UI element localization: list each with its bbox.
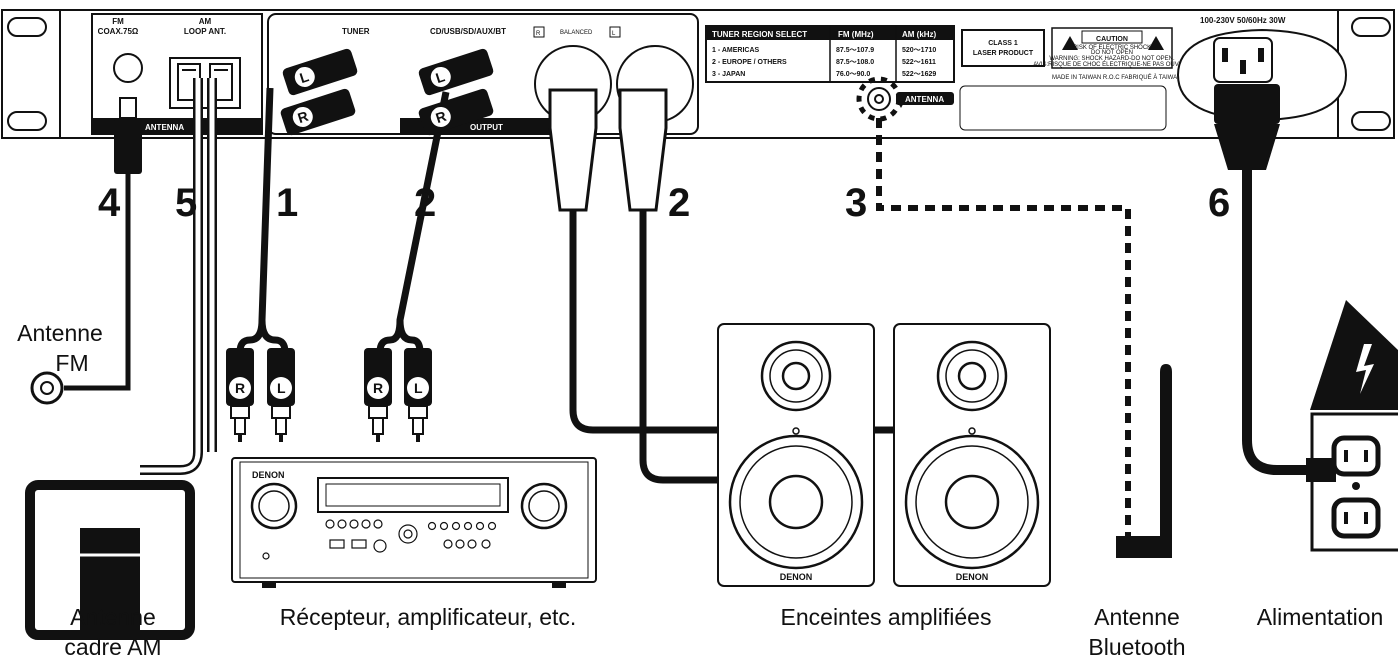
speaker-left: DENON (718, 324, 874, 586)
blank-label-area (960, 86, 1166, 130)
laser-line2: LASER PRODUCT (973, 50, 1034, 57)
step-number: 2 (414, 181, 436, 225)
caution-warn2: AVIS:RISQUE DE CHOC ÉLECTRIQUE-NE PAS OU… (1033, 61, 1191, 68)
region-row: 76.0～90.0 (836, 71, 870, 78)
fm-coax-port (114, 54, 142, 82)
region-row: 522～1611 (902, 59, 936, 66)
power-label: Alimentation (1257, 604, 1384, 630)
rack-hole-icon (1352, 18, 1390, 36)
region-row: 522～1629 (902, 71, 936, 78)
tuner-l-plug-letter: L (277, 380, 286, 396)
receiver-brand: DENON (252, 470, 285, 480)
fm-mhz-header: FM (MHz) (838, 30, 874, 39)
step-number: 2 (668, 181, 690, 225)
power-cable (1214, 84, 1398, 550)
fm-antenna-label: Antenne (17, 320, 103, 346)
bt-antenna-base (1116, 536, 1162, 558)
cd-input-label: CD/USB/SD/AUX/BT (430, 27, 506, 36)
tuner-r-plug-letter: R (235, 380, 245, 396)
receiver-device: DENON (232, 458, 596, 588)
step-number: 1 (276, 181, 298, 225)
region-header: TUNER REGION SELECT (712, 30, 807, 39)
tuner-region-table: TUNER REGION SELECT FM (MHz) AM (kHz) 1 … (706, 26, 954, 82)
rack-hole-icon (1352, 112, 1390, 130)
fm-port-sub: COAX.75Ω (98, 27, 139, 36)
output-l-plug-letter: L (414, 380, 423, 396)
shock-hazard-icon (1310, 300, 1398, 410)
laser-line1: CLASS 1 (988, 40, 1018, 47)
region-row: 87.5～107.9 (836, 47, 874, 54)
speaker-right: DENON (894, 324, 1050, 586)
speaker-brand: DENON (780, 572, 813, 582)
region-row: 87.5～108.0 (836, 59, 874, 66)
speakers-label: Enceintes amplifiées (781, 604, 992, 630)
output-label: OUTPUT (470, 123, 503, 132)
region-row: 3 - JAPAN (712, 71, 745, 78)
step-number: 3 (845, 181, 867, 225)
caution-title: CAUTION (1096, 36, 1128, 43)
bt-antenna-label: Antenne (1094, 604, 1180, 630)
am-antenna-label: Antenne (70, 604, 156, 630)
region-row: 520～1710 (902, 47, 936, 54)
rack-hole-icon (8, 112, 46, 130)
rack-hole-icon (8, 18, 46, 36)
bt-antenna-icon (1160, 364, 1172, 558)
receiver-label: Récepteur, amplificateur, etc. (280, 604, 577, 630)
bt-antenna-port-label: ANTENNA (905, 95, 944, 104)
am-port-title: AM (199, 17, 212, 26)
output-r-plug-letter: R (373, 380, 383, 396)
step-number: 6 (1208, 181, 1230, 225)
balanced-label: BALANCED (560, 30, 593, 36)
fm-port-title: FM (112, 17, 124, 26)
am-port-sub: LOOP ANT. (184, 27, 226, 36)
am-antenna-label: cadre AM (64, 634, 161, 660)
step-number: 4 (98, 181, 121, 225)
fm-antenna-label: FM (55, 350, 88, 376)
am-khz-header: AM (kHz) (902, 30, 937, 39)
speaker-brand: DENON (956, 572, 989, 582)
bt-antenna-label: Bluetooth (1088, 634, 1185, 660)
power-rating: 100-230V 50/60Hz 30W (1200, 16, 1286, 25)
laser-label (962, 30, 1044, 66)
antenna-section-label: ANTENNA (145, 123, 184, 132)
tuner-label: TUNER (342, 27, 370, 36)
region-row: 2 - EUROPE / OTHERS (712, 59, 787, 66)
caution-label: CAUTION RISK OF ELECTRIC SHOCK DO NOT OP… (1033, 28, 1191, 68)
step-number: 5 (175, 181, 197, 225)
region-row: 1 - AMERICAS (712, 47, 760, 54)
balanced-r-mark: R (536, 31, 541, 37)
